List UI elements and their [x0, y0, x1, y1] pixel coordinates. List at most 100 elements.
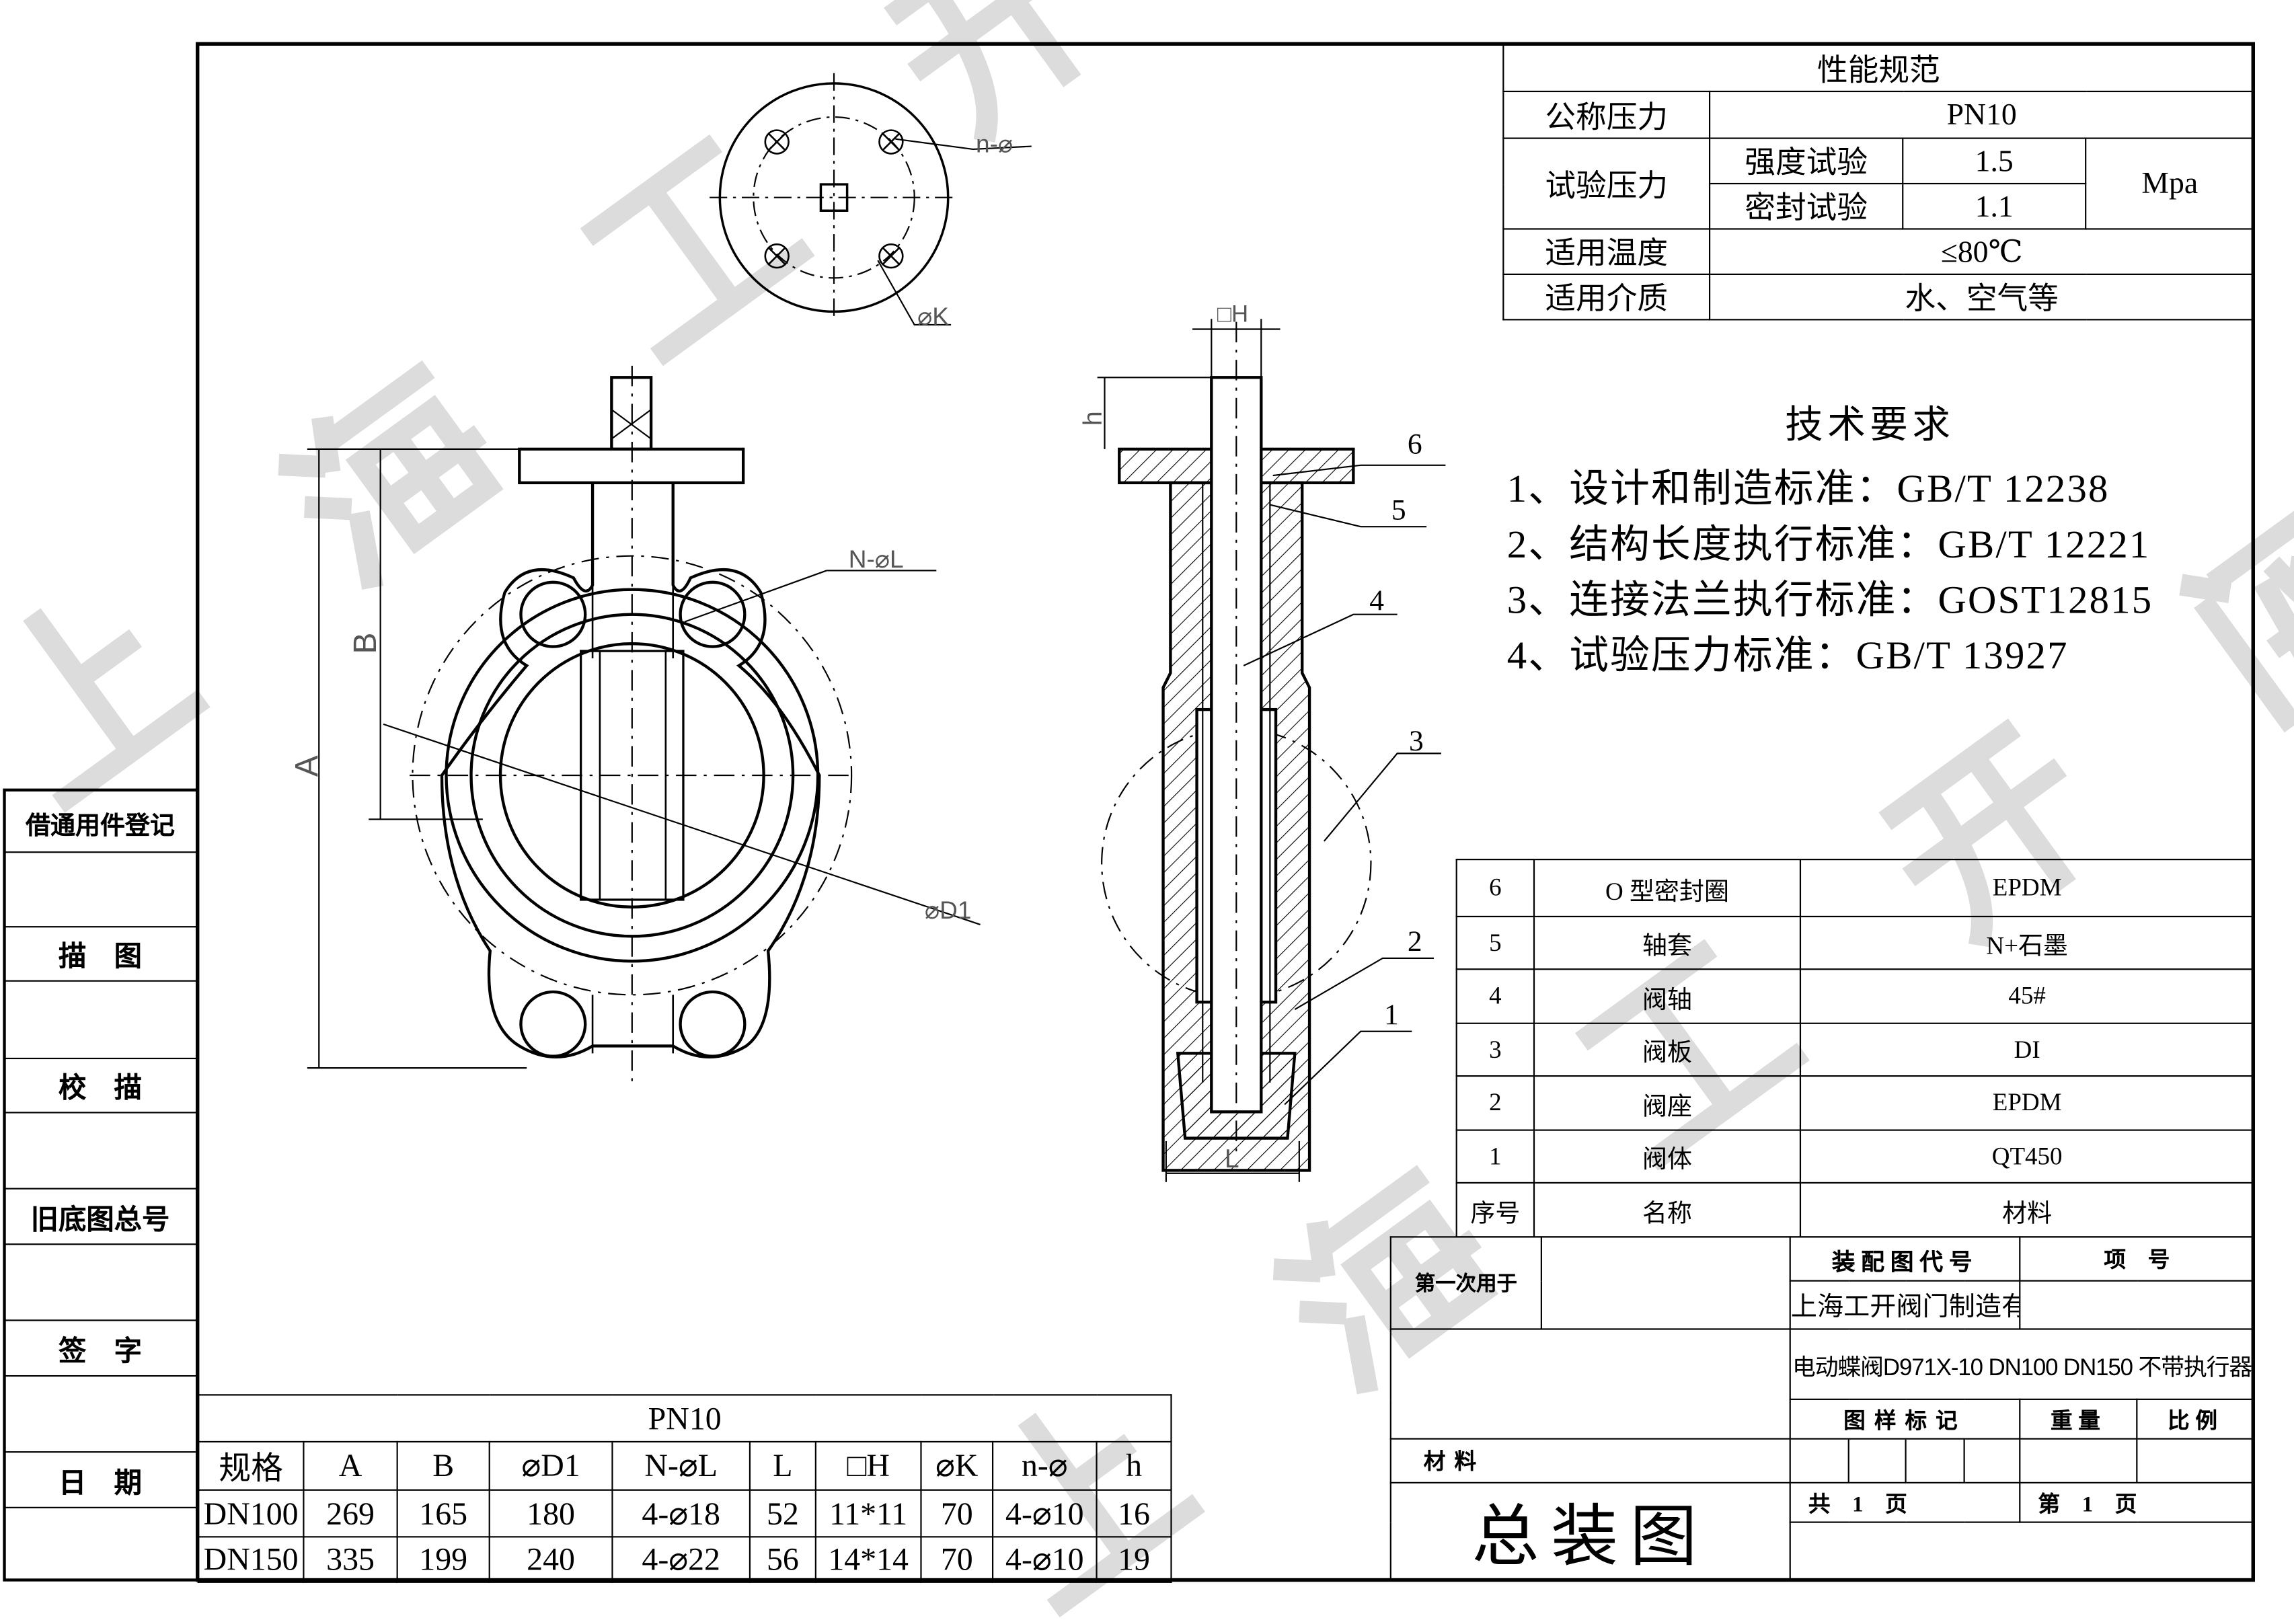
- dims-cell: 56: [749, 1536, 816, 1583]
- dims-cell: 4-⌀10: [991, 1489, 1098, 1538]
- spec-sublabel: 强度试验: [1708, 137, 1904, 185]
- dims-cell: 4-⌀22: [611, 1536, 751, 1583]
- strip-cell: [4, 1506, 196, 1582]
- part-callouts: 6 5 4 3 2 1: [1369, 428, 1423, 1030]
- dims-cell: 4-⌀10: [991, 1536, 1098, 1583]
- dim-sq-h-label: □H: [1217, 301, 1248, 327]
- dims-header-cell: ⌀D1: [488, 1440, 613, 1491]
- front-dimensions: [307, 448, 981, 1069]
- part-no: 6: [1455, 859, 1535, 918]
- header-material: 材料: [1799, 1182, 2255, 1238]
- part-material: EPDM: [1799, 859, 2255, 918]
- dim-phi-d1-label: ⌀D1: [925, 896, 972, 924]
- tech-requirement-item: 3、连接法兰执行标准：GOST12815: [1506, 578, 2153, 622]
- parts-header: 序号名称材料: [1455, 1182, 2255, 1238]
- blank-cell: [1389, 1328, 1791, 1440]
- dims-header-cell: A: [303, 1440, 398, 1491]
- spec-value: 1.1: [1902, 182, 2087, 230]
- spec-title: 性能规范: [1502, 44, 2255, 93]
- dims-cell: 11*11: [814, 1489, 922, 1538]
- callout-6: 6: [1408, 428, 1422, 460]
- callout-3: 3: [1409, 725, 1424, 757]
- dims-header-cell: □H: [814, 1440, 922, 1491]
- part-name: 阀轴: [1533, 968, 1802, 1024]
- strip-cell: [4, 1112, 196, 1189]
- part-material: 45#: [1799, 968, 2255, 1024]
- part-no: 2: [1455, 1075, 1535, 1131]
- part-material: DI: [1799, 1022, 2255, 1077]
- dims-cell: 14*14: [814, 1536, 922, 1583]
- section-view: [1101, 321, 1372, 1172]
- mark-cell: [1789, 1438, 1849, 1483]
- callout-2: 2: [1408, 925, 1422, 958]
- part-no: 5: [1455, 915, 1535, 970]
- mark-cell: [1963, 1438, 2021, 1483]
- dims-cell: 240: [488, 1536, 613, 1583]
- dims-cell: 199: [396, 1536, 490, 1583]
- dims-header-cell: N-⌀L: [611, 1440, 751, 1491]
- weight-label: 重量: [2019, 1398, 2138, 1440]
- spec-label: 试验压力: [1502, 137, 1711, 230]
- strip-label: 日 期: [4, 1451, 196, 1508]
- strip-cell: [4, 1375, 196, 1453]
- bolt-pattern-detail: [710, 73, 1032, 326]
- dims-cell: DN150: [197, 1536, 305, 1583]
- strip-label: 描 图: [4, 926, 196, 982]
- spec-sublabel: 密封试验: [1708, 182, 1904, 230]
- item-no-value: [2019, 1280, 2255, 1330]
- spec-value: ≤80℃: [1708, 228, 2255, 275]
- dim-a-label: A: [289, 755, 325, 777]
- front-view: [410, 365, 856, 1083]
- dims-header-cell: B: [396, 1440, 490, 1491]
- header-name: 名称: [1533, 1182, 1802, 1238]
- dim-l-label: L: [1225, 1145, 1239, 1173]
- tech-requirements-title: 技术要求: [1785, 403, 1955, 447]
- part-name: 阀座: [1533, 1075, 1802, 1131]
- blank-cell: [1789, 1521, 2255, 1582]
- dims-cell: 19: [1096, 1536, 1172, 1583]
- drawing-mark-label: 图样标记: [1789, 1398, 2021, 1440]
- tech-requirement-item: 4、试验压力标准：GB/T 13927: [1506, 633, 2069, 678]
- part-no: 4: [1455, 968, 1535, 1024]
- strip-label: 签 字: [4, 1319, 196, 1377]
- dims-cell: 4-⌀18: [611, 1489, 751, 1538]
- part-no: 1: [1455, 1129, 1535, 1184]
- part-name: 阀板: [1533, 1022, 1802, 1077]
- label-phi-k: ⌀K: [917, 303, 949, 330]
- dims-header-cell: L: [749, 1440, 816, 1491]
- spec-unit: Mpa: [2085, 137, 2255, 230]
- part-material: N+石墨: [1799, 915, 2255, 970]
- part-material: QT450: [1799, 1129, 2255, 1184]
- part-no: 3: [1455, 1022, 1535, 1077]
- dims-header-cell: 规格: [197, 1440, 305, 1491]
- dims-cell: 165: [396, 1489, 490, 1538]
- spec-value: PN10: [1708, 90, 2255, 139]
- total-pages: 共 1 页: [1789, 1481, 2021, 1523]
- tech-requirement-item: 1、设计和制造标准：GB/T 12238: [1506, 466, 2110, 511]
- mark-cell: [1847, 1438, 1907, 1483]
- spec-label: 适用介质: [1502, 273, 1711, 321]
- strip-cell: [4, 1243, 196, 1321]
- callout-4: 4: [1369, 584, 1384, 617]
- drawing-title: 总装图: [1389, 1481, 1791, 1582]
- page-number: 第 1 页: [2019, 1481, 2255, 1523]
- strip-cell: [4, 851, 196, 927]
- part-name: 阀体: [1533, 1129, 1802, 1184]
- dims-cell: 269: [303, 1489, 398, 1538]
- dims-cell: 180: [488, 1489, 613, 1538]
- dims-title: PN10: [197, 1394, 1172, 1443]
- product-name: 电动蝶阀D971X-10 DN100 DN150 不带执行器: [1789, 1328, 2255, 1400]
- spec-label: 公称压力: [1502, 90, 1711, 139]
- mark-cell: [1905, 1438, 1965, 1483]
- spec-value: 水、空气等: [1708, 273, 2255, 321]
